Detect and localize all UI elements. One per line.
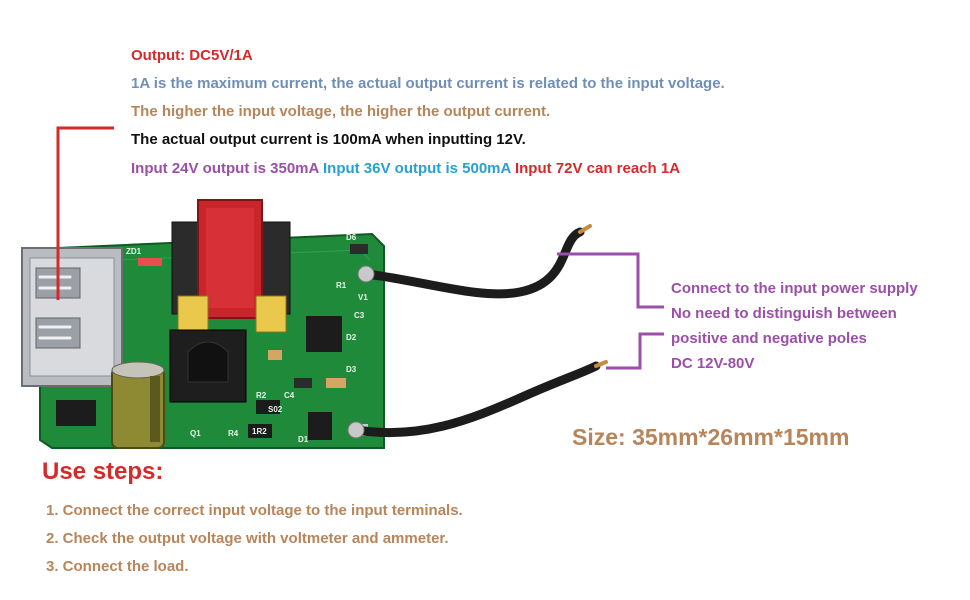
label-d6: D6 [346, 233, 357, 242]
output-spec: Output: DC5V/1A [131, 47, 253, 64]
capacitor [111, 361, 165, 449]
steps-title: Use steps: [42, 458, 164, 485]
transformer [171, 199, 291, 333]
higher-input-note: The higher the input voltage, the higher… [131, 103, 551, 120]
power-line-3: positive and negative poles [671, 330, 867, 347]
step-item: 2. Check the output voltage with voltmet… [46, 530, 449, 547]
smd-components [56, 244, 368, 440]
label-d3: D3 [346, 365, 357, 374]
label-r4: R4 [228, 429, 239, 438]
output-callout-line [56, 126, 114, 300]
power-line-1: Connect to the input power supply [671, 280, 918, 297]
step-item: 1. Connect the correct input voltage to … [46, 502, 463, 519]
silkscreen-labels: ZD1 D6 R1 C3 D2 D3 R2 C4 S02 Q1 R4 1R2 D… [126, 233, 368, 444]
input-72v-note: Input 72V can reach 1A [514, 160, 681, 177]
input-callout-line-lower [606, 332, 664, 370]
actual-current-note: The actual output current is 100mA when … [131, 131, 526, 148]
size-label: Size: 35mm*26mm*15mm [572, 424, 850, 450]
input-callout-line-upper [557, 252, 664, 309]
label-zd1: ZD1 [126, 247, 142, 256]
input-output-table: Input 24V output is 350mA Input 36V outp… [131, 160, 680, 177]
input-36v-note: Input 36V output is 500mA [322, 160, 511, 177]
label-d2: D2 [346, 333, 357, 342]
label-s02: S02 [268, 405, 283, 414]
label-c3: C3 [354, 311, 365, 320]
power-line-4: DC 12V-80V [671, 355, 755, 372]
label-r2: R2 [256, 391, 267, 400]
label-q1: Q1 [190, 429, 201, 438]
label-v1: V1 [358, 293, 368, 302]
label-d1: D1 [298, 435, 309, 444]
inductor [169, 329, 247, 403]
usb-port [21, 247, 123, 387]
label-c4: C4 [284, 391, 295, 400]
input-24v-note: Input 24V output is 350mA [131, 160, 319, 177]
step-item: 3. Connect the load. [46, 558, 189, 575]
label-1r2: 1R2 [252, 427, 267, 436]
power-line-2: No need to distinguish between [671, 305, 897, 322]
input-wires [347, 224, 608, 439]
max-current-note: 1A is the maximum current, the actual ou… [131, 75, 725, 92]
label-r1: R1 [336, 281, 347, 290]
